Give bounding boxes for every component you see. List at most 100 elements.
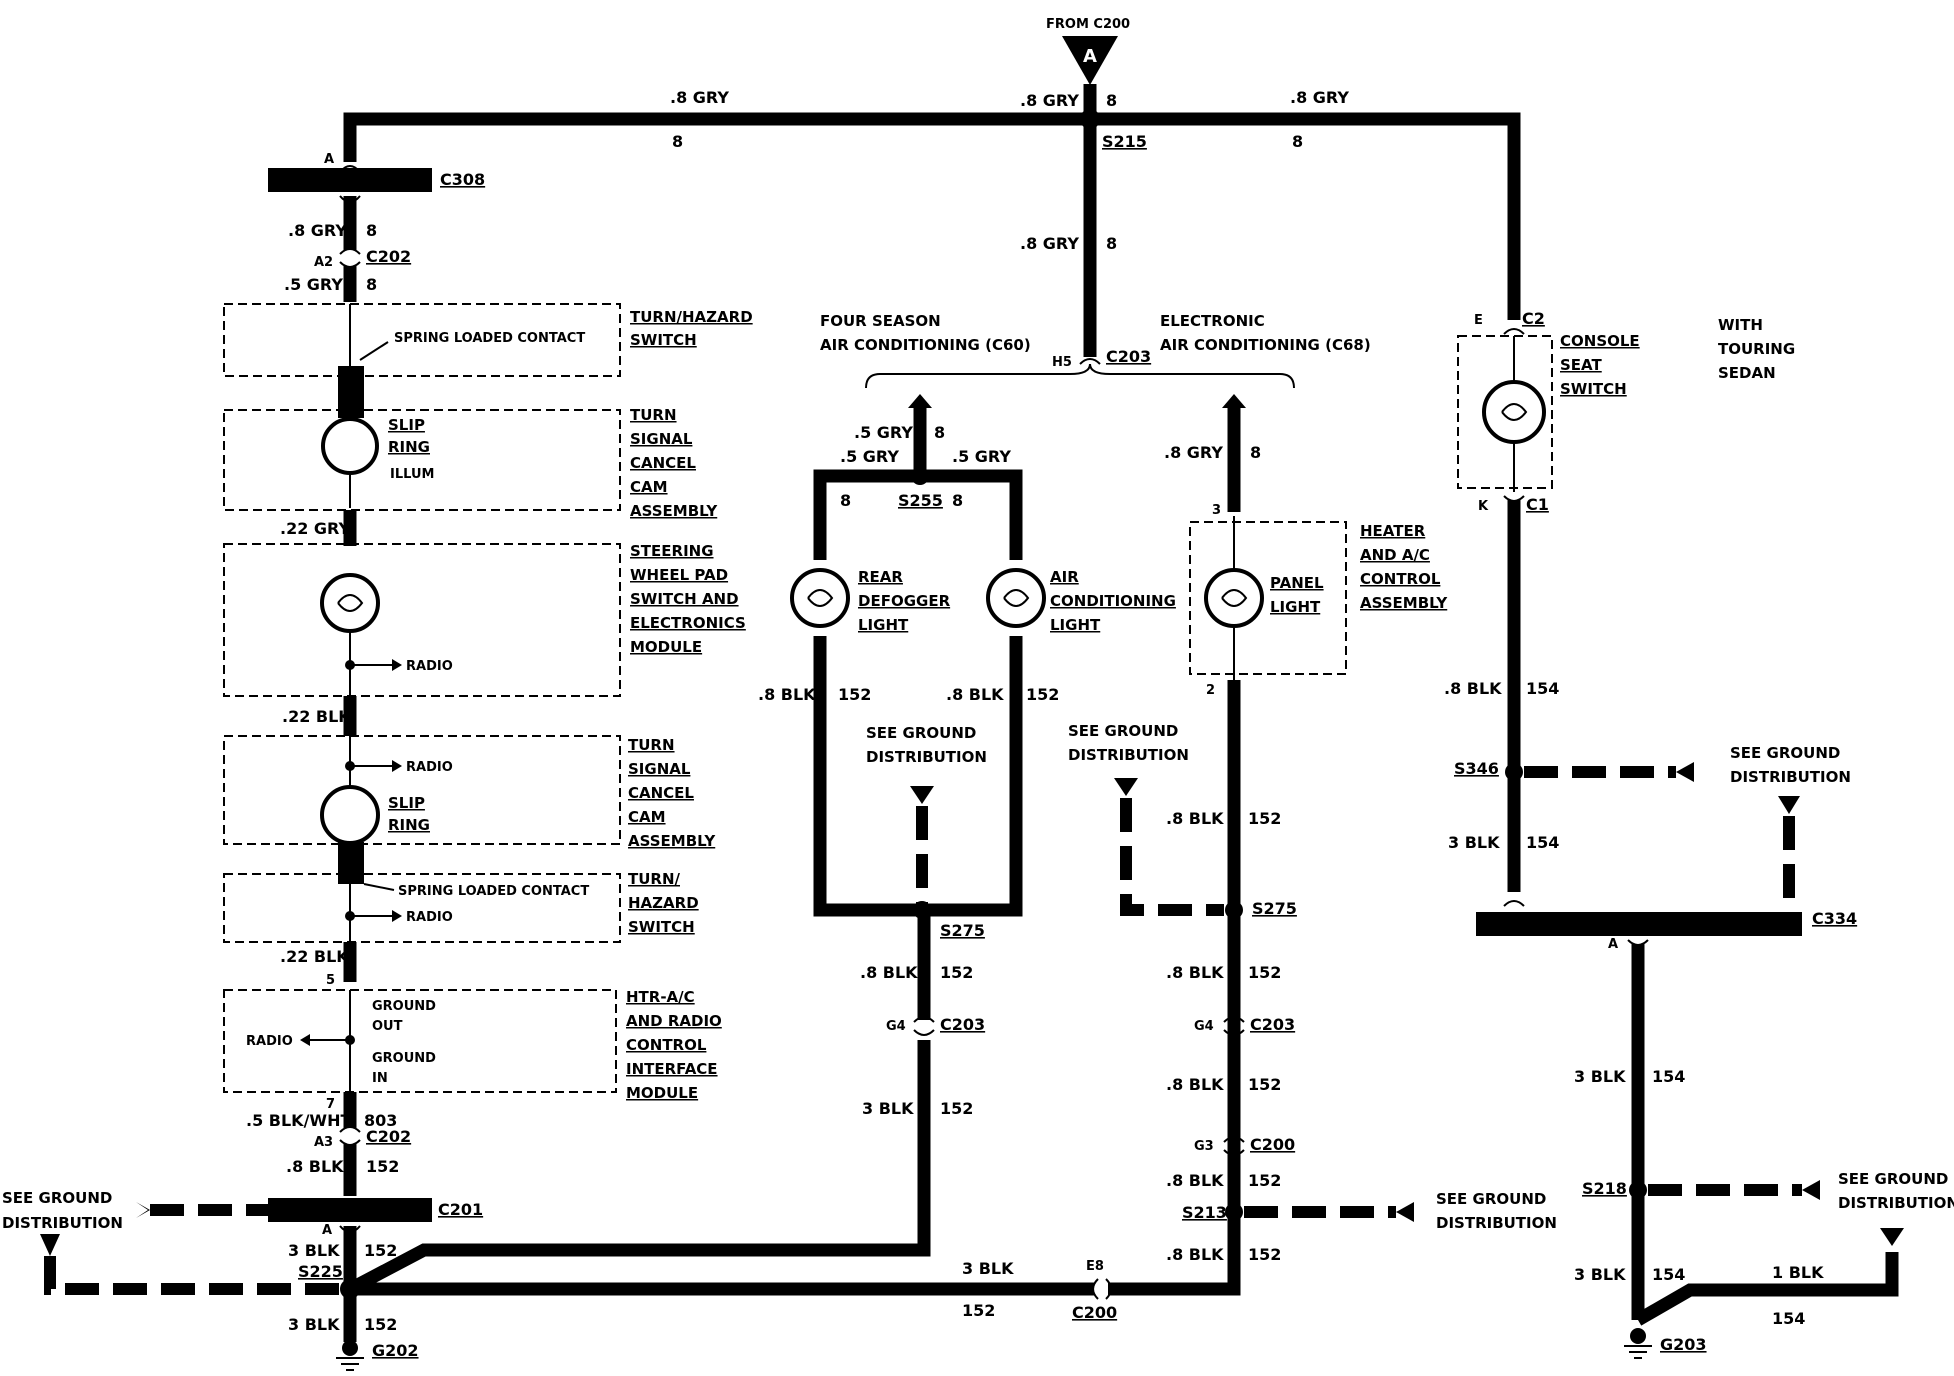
slip-ring-top-line2: RING xyxy=(388,438,430,456)
source-letter: A xyxy=(1083,46,1097,67)
slip-ring-bottom-line1: SLIP xyxy=(388,794,425,812)
s346-ground-arrow xyxy=(1676,762,1694,782)
illum-label: ILLUM xyxy=(390,467,434,482)
steering-pad-line5: MODULE xyxy=(630,638,702,656)
g203-label: G203 xyxy=(1660,1335,1707,1354)
g203-branch-circuit: 154 xyxy=(1772,1309,1805,1328)
c2-label: C2 xyxy=(1522,309,1545,328)
heater-ac-line4: ASSEMBLY xyxy=(1360,594,1448,612)
s218-splice-dot xyxy=(1629,1181,1647,1199)
turn-hazard-bottom-line3: SWITCH xyxy=(628,918,695,936)
eac-c200-circuit: 152 xyxy=(1248,1171,1281,1190)
see-ground-c60-line1: SEE GROUND xyxy=(866,724,976,742)
riser-top-gauge: .8 GRY xyxy=(1020,91,1079,110)
c202-upper-label: C202 xyxy=(366,247,411,266)
tscca-top-line2: SIGNAL xyxy=(630,430,693,448)
defogger-ground-circuit: 152 xyxy=(838,685,871,704)
console-seat-line3: SWITCH xyxy=(1560,380,1627,398)
c201-connector xyxy=(268,1198,432,1222)
turn-hazard-top-line1: TURN/HAZARD xyxy=(630,308,753,326)
four-season-feed-circuit: 8 xyxy=(934,423,945,442)
console-seat-circuit: E C2 CONSOLE SEAT SWITCH WITH TOURING SE… xyxy=(1444,309,1954,1359)
htr-module-box xyxy=(223,989,617,1093)
slip-ring-bottom-block xyxy=(338,842,364,884)
c334-feed-circuit: 154 xyxy=(1526,833,1559,852)
c202-lower-label: C202 xyxy=(366,1127,411,1146)
ground-out-line1: GROUND xyxy=(372,999,436,1014)
s213-label: S213 xyxy=(1182,1203,1227,1222)
c203-right-terminal xyxy=(1223,1016,1245,1036)
center-return-wiring: 3 BLK 152 E8 C200 xyxy=(346,1040,1241,1322)
pin-3: 3 xyxy=(1212,503,1221,518)
s275a-label: S275 xyxy=(940,921,985,940)
c200-bottom-circuit: 152 xyxy=(962,1301,995,1320)
bus-left-circuit: 8 xyxy=(672,132,683,151)
console-ground-gauge: .8 BLK xyxy=(1444,679,1502,698)
c201-feed-circuit: 152 xyxy=(366,1157,399,1176)
console-seat-filament xyxy=(1501,403,1528,421)
pin-h5: H5 xyxy=(1052,355,1072,370)
see-ground-c60-line2: DISTRIBUTION xyxy=(866,748,987,766)
turn-hazard-top-line2: SWITCH xyxy=(630,331,697,349)
ac-light-ground-circuit: 152 xyxy=(1026,685,1059,704)
c334-ground-arrow xyxy=(1778,796,1800,814)
eac-s275-circuit: 152 xyxy=(1248,963,1281,982)
c60-ground-circuit: 152 xyxy=(940,1099,973,1118)
c308-wire-circuit: 8 xyxy=(366,221,377,240)
four-season-line1: FOUR SEASON xyxy=(820,312,941,330)
s275b-splice-dot xyxy=(1225,901,1243,919)
console-seat-box xyxy=(1457,335,1553,489)
c200-to-s213-wire xyxy=(1108,1212,1241,1296)
steering-pad-filament xyxy=(337,594,364,612)
c334-connector xyxy=(1476,912,1802,936)
g202-ground-symbol xyxy=(336,1340,364,1371)
pad-feed-gauge: .22 GRY xyxy=(280,519,350,538)
electronic-ac: .8 GRY 8 3 PANEL LIGHT HEATER AND A/C CO… xyxy=(1068,394,1557,1264)
g203-branch-wire xyxy=(1634,1252,1899,1326)
spring-contact-label-bottom: SPRING LOADED CONTACT xyxy=(398,884,589,899)
eac-c203-gauge: .8 BLK xyxy=(1166,1075,1224,1094)
ground-in-line1: GROUND xyxy=(372,1051,436,1066)
c1-label: C1 xyxy=(1526,495,1549,514)
radio-arrowhead-3 xyxy=(392,910,402,922)
radio-arrowhead-2 xyxy=(392,760,402,772)
slip-ring-top-line1: SLIP xyxy=(388,416,425,434)
steering-pad-line2: WHEEL PAD xyxy=(630,566,728,584)
tscca-bottom-box xyxy=(223,735,621,845)
slip-ring-bottom xyxy=(320,785,380,845)
tscca-bottom-line5: ASSEMBLY xyxy=(628,832,716,850)
panel-light-line2: LIGHT xyxy=(1270,598,1321,616)
ac-light-lamp xyxy=(986,568,1046,628)
htr-module-line1: HTR-A/C xyxy=(626,988,695,1006)
g202-label: G202 xyxy=(372,1341,419,1360)
c60-ground-arrow xyxy=(910,786,934,804)
console-seat-lamp xyxy=(1482,380,1546,444)
pin-a-c308: A xyxy=(324,152,334,167)
eac-feed-circuit: 8 xyxy=(1250,443,1261,462)
c203-top-terminal xyxy=(1079,358,1101,365)
c200-right-label: C200 xyxy=(1250,1135,1295,1154)
pin-7: 7 xyxy=(326,1097,335,1112)
ac-option-bracket xyxy=(865,363,1295,389)
panel-light-filament xyxy=(1221,589,1248,607)
four-season-feed-arrow xyxy=(908,394,932,408)
spring-contact-arrow xyxy=(359,341,389,361)
s215-label: S215 xyxy=(1102,132,1147,151)
c201-label: C201 xyxy=(438,1200,483,1219)
pin-a-c201: A xyxy=(322,1223,332,1238)
htr-module-line5: MODULE xyxy=(626,1084,698,1102)
see-ground-c201-line2: DISTRIBUTION xyxy=(2,1214,123,1232)
pin-g4-left: G4 xyxy=(886,1019,906,1034)
spring-contact-label-top: SPRING LOADED CONTACT xyxy=(394,331,585,346)
c334-label: C334 xyxy=(1812,909,1857,928)
htr-module-line2: AND RADIO xyxy=(626,1012,722,1030)
g202-ground-eyelet xyxy=(342,1340,358,1356)
gray-feed-bus: .8 GRY 8 .8 GRY 8 S215 .8 GRY 8 .8 GRY 8 xyxy=(343,84,1521,357)
riser-mid-circuit: 8 xyxy=(1106,234,1117,253)
panel-light-line1: PANEL xyxy=(1270,574,1324,592)
tscca-top-line5: ASSEMBLY xyxy=(630,502,718,520)
tscca-bottom-line4: CAM xyxy=(628,808,666,826)
rear-defogger-line1: REAR xyxy=(858,568,903,586)
s225-ground-dash xyxy=(44,1256,340,1295)
ac-light-ground-gauge: .8 BLK xyxy=(946,685,1004,704)
